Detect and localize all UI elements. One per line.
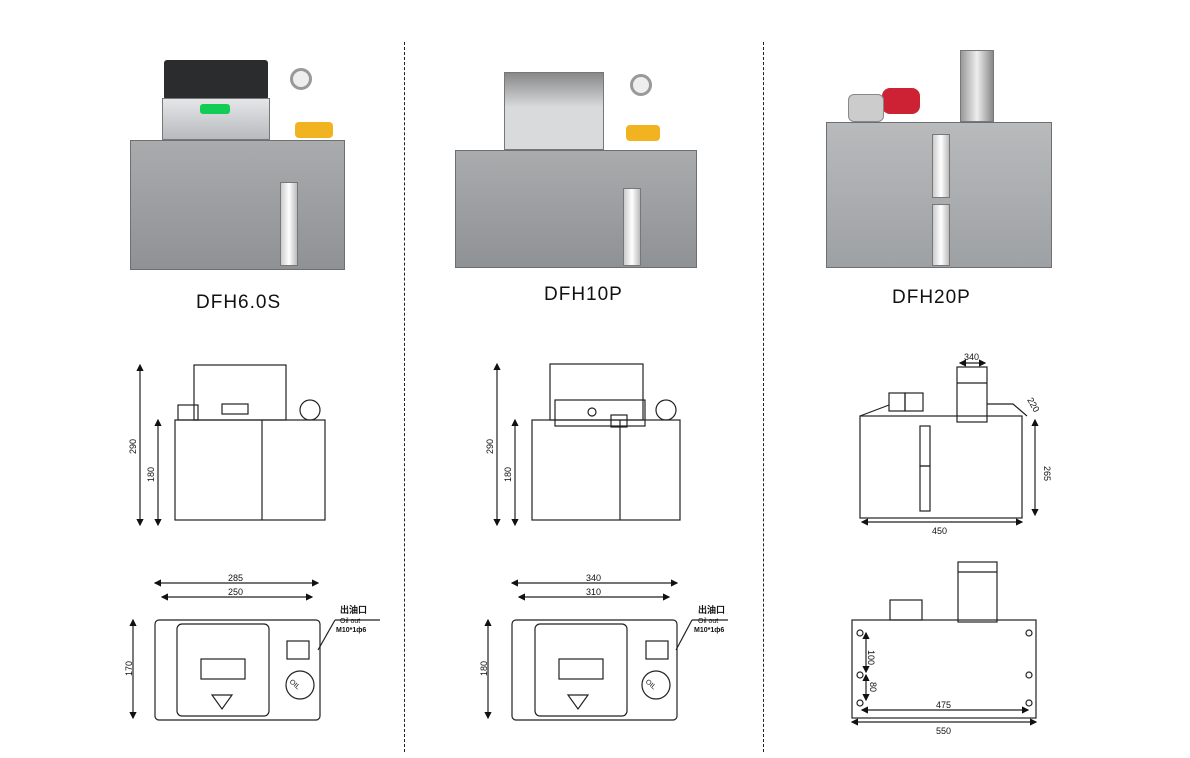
product-model-label: DFH20P — [892, 287, 971, 308]
product-model-label: DFH6.0S — [196, 292, 282, 313]
dim-depth: 170 — [124, 661, 134, 676]
dim-width-outer: 340 — [586, 573, 601, 583]
product-model-label: DFH10P — [544, 284, 623, 305]
dim-base-width: 550 — [936, 726, 951, 736]
dim-height-tank: 180 — [503, 467, 513, 482]
top-view-dfh10 — [511, 619, 678, 721]
dim-height-total: 290 — [128, 439, 138, 454]
dim-width-holes: 250 — [228, 587, 243, 597]
column-divider — [404, 42, 405, 752]
outlet-label-cn: 出油口 — [340, 604, 367, 615]
outlet-thread: M10*1ф6 — [694, 627, 724, 634]
dim-hole-spacing-1: 100 — [866, 650, 876, 665]
tank-oil-text: OIL — [288, 679, 301, 692]
tank-oil-text: OIL — [644, 679, 657, 692]
front-view-dfh6 — [174, 364, 326, 521]
front-view-dfh10 — [531, 363, 681, 521]
dim-width-holes: 310 — [586, 587, 601, 597]
outlet-label-cn: 出油口 — [698, 604, 725, 615]
dim-motor-depth: 220 — [1025, 396, 1041, 414]
outlet-label-en: Oil out — [340, 618, 360, 625]
dim-height: 265 — [1042, 466, 1052, 481]
dim-height-total: 290 — [485, 439, 495, 454]
top-view-dfh20 — [851, 561, 1037, 719]
outlet-thread: M10*1ф6 — [336, 627, 366, 634]
dim-depth: 180 — [479, 661, 489, 676]
outlet-label-en: Oil out — [698, 618, 718, 625]
dim-height-tank: 180 — [146, 467, 156, 482]
dim-width-outer: 285 — [228, 573, 243, 583]
top-view-dfh6 — [154, 619, 321, 721]
front-view-dfh20 — [859, 366, 1028, 519]
dim-width: 450 — [932, 526, 947, 536]
dim-hole-width: 475 — [936, 700, 951, 710]
dim-hole-spacing-2: 80 — [868, 682, 878, 692]
dim-motor-width: 340 — [964, 352, 979, 362]
column-divider — [763, 42, 764, 752]
